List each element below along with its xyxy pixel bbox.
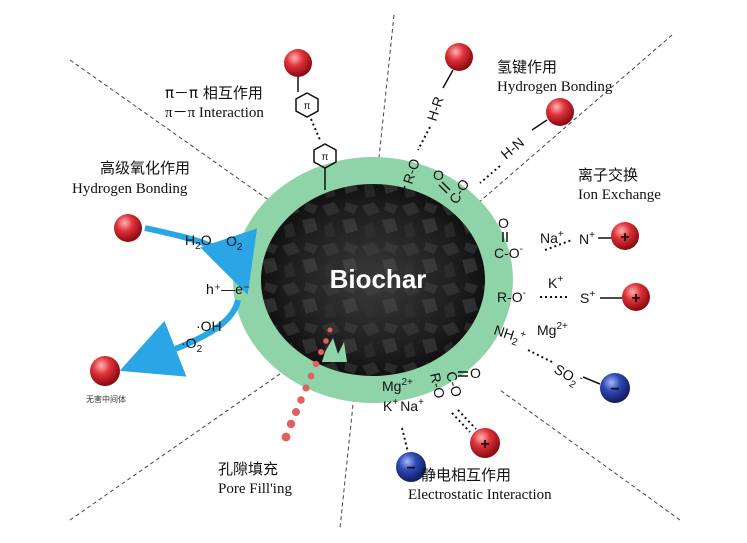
benzene-ring-top [295, 92, 319, 118]
red-sphere [611, 222, 639, 250]
ion-exchange-caption-en: Ion Exchange [578, 187, 661, 203]
h-n-label: H-N [498, 134, 527, 162]
pore-filling-caption-cn: 孔隙填充 [218, 460, 278, 478]
electrostatic-caption-cn: 静电相互作用 [421, 466, 511, 484]
bond-line [582, 376, 601, 385]
divider-upper-right [469, 34, 673, 211]
harmless-intermediate-label: 无害中间体 [86, 394, 126, 404]
hydrogen-bonding-caption-en: Hydrogen Bonding [497, 79, 613, 95]
positive-charge: + [480, 436, 489, 453]
r-o-label: R-O [400, 156, 423, 185]
divider-upper-left [69, 59, 291, 216]
electrostatic-dots [527, 349, 553, 363]
divider-lower-right [499, 389, 681, 521]
double-bond [441, 181, 451, 191]
pi-pi-caption-cn: π－π 相互作用 [165, 84, 263, 102]
pore-filling-caption-en: Pore Fill'ing [218, 481, 292, 497]
carbonyl-o-bottom: O [470, 365, 481, 381]
divider-vertical [339, 14, 395, 529]
pore-notch [322, 338, 347, 362]
oxidation-arrow-in [144, 225, 258, 295]
anchor-line [399, 185, 406, 201]
na-label: Na+ [540, 229, 564, 246]
electrostatic-group: NH2+ Mg2+ SO2- − C-O O R-O Mg2+ K+Na+ − … [382, 321, 630, 503]
red-sphere [445, 43, 473, 71]
oxidation-group: 高级氧化作用 Hydrogen Bonding 无害中间体 H2O O2 h⁺—… [72, 159, 258, 404]
red-sphere [622, 283, 650, 311]
pi-stack-dots [310, 118, 321, 141]
positive-charge: + [631, 290, 640, 307]
bond-line [442, 69, 454, 89]
mg-label-right: Mg2+ [537, 321, 568, 338]
double-bond [438, 184, 448, 194]
particle [281, 432, 291, 442]
particle [292, 408, 300, 416]
k-label: K+ [548, 274, 563, 291]
hydrogen-bonding-caption-cn: 氢键作用 [497, 58, 557, 76]
pi-pi-group: π π π－π 相互作用 π－π Interaction [165, 49, 337, 190]
h-bond-dots [417, 126, 431, 151]
h-r-label: H-R [424, 94, 447, 123]
oxidation-caption-en: Hydrogen Bonding [72, 181, 188, 197]
c-o-minus-label: C-O- [494, 244, 523, 261]
red-sphere [470, 428, 500, 458]
ring-pi-label-bottom: π [322, 152, 329, 163]
nh2-label: NH2+ [491, 321, 528, 351]
electrostatic-dots [451, 412, 471, 433]
h2o-label: H2O [185, 232, 212, 252]
ion-exchange-group: 离子交换 Ion Exchange O C-O- Na+ N+ + R-O- K… [494, 166, 661, 311]
carbonyl-o: O [433, 167, 444, 183]
particle [307, 372, 315, 380]
o2-label: O2 [226, 233, 243, 253]
particle [302, 384, 310, 392]
hydroxyl-radical-label: ·OH [196, 318, 222, 334]
divider-lines [69, 14, 681, 529]
blue-sphere [396, 452, 426, 482]
n-plus-label: N+ [579, 230, 595, 247]
blue-sphere [600, 373, 630, 403]
particle [318, 349, 324, 355]
divider-lower-left [69, 359, 301, 521]
particle [286, 419, 296, 429]
positive-charge: + [620, 229, 629, 246]
particle [312, 360, 320, 368]
electrostatic-dots [457, 409, 477, 430]
r-o-bottom-label: R-O [427, 371, 448, 400]
so2-label: SO2- [550, 360, 586, 393]
h-bond-dots [479, 165, 501, 184]
electrostatic-caption-en: Electrostatic Interaction [408, 487, 552, 503]
negative-charge: − [610, 381, 619, 398]
negative-charge: − [406, 460, 415, 477]
red-sphere [114, 214, 142, 242]
hole-electron-label: h⁺—e⁻ [206, 281, 250, 297]
superoxide-radical-label: ·O2 [181, 335, 203, 355]
biochar-texture [261, 184, 485, 376]
mg-label-left: Mg2+ [382, 377, 413, 394]
electrostatic-dots [401, 427, 409, 453]
particle [323, 338, 329, 344]
particle [327, 327, 333, 333]
carboxyl-o: O [498, 215, 509, 231]
ring-pi-label-top: π [304, 101, 311, 112]
particle [297, 396, 305, 404]
oxidation-caption-cn: 高级氧化作用 [100, 159, 190, 177]
red-sphere [284, 49, 312, 77]
biochar-label: Biochar [330, 264, 427, 294]
c-o-bottom-label: C-O [443, 370, 465, 399]
r-o-minus-label: R-O- [497, 288, 526, 305]
k-na-label: K+Na+ [383, 397, 424, 414]
pore-filling-group: 孔隙填充 Pore Fill'ing [218, 327, 333, 497]
red-sphere [90, 356, 120, 386]
s-plus-label: S+ [580, 289, 595, 306]
oxidation-arrow-out [119, 299, 241, 377]
ion-exchange-caption-cn: 离子交换 [578, 166, 638, 184]
pore-filling-particles [281, 327, 333, 442]
bond-line [531, 119, 548, 131]
pi-pi-caption-en: π－π Interaction [165, 105, 264, 121]
red-sphere [546, 98, 574, 126]
